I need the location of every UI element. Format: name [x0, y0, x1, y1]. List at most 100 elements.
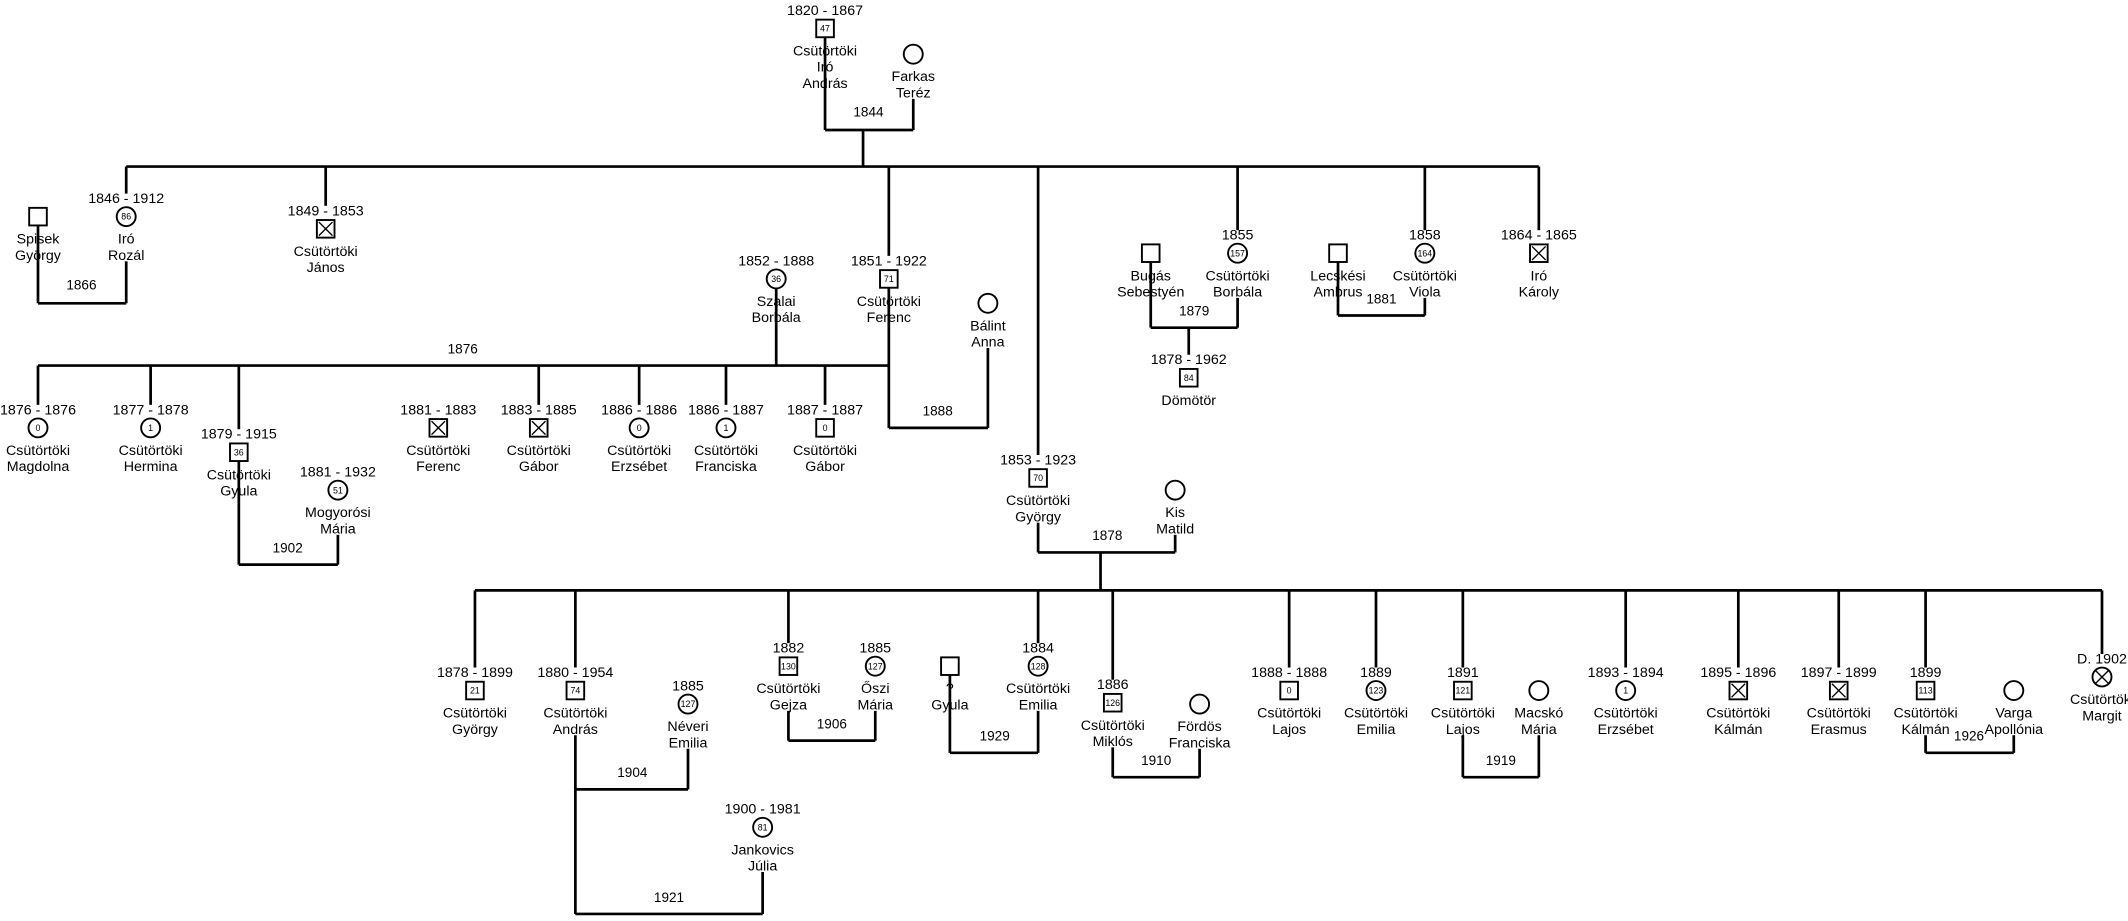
male-square-icon [1178, 368, 1199, 388]
male-square-icon [1915, 680, 1936, 701]
person-name-line1: Csütörtöki [1081, 718, 1145, 734]
person-node[interactable]: ?Gyula [931, 656, 969, 713]
person-number: 157 [1230, 248, 1245, 258]
person-number: 86 [121, 212, 131, 222]
person-name-line2: Apollónia [1985, 722, 2044, 738]
person-name-line2: Gábor [519, 459, 559, 475]
person-number: 128 [1031, 661, 1046, 671]
person-name-line1: Spisek [17, 232, 61, 248]
life-dates: 1876 - 1876 [0, 402, 76, 418]
person-name-line1: Bálint [970, 318, 1006, 334]
person-name-line2: Károly [1519, 285, 1560, 301]
person-number: 84 [1184, 373, 1194, 383]
person-name-line1: Csütörtöki [406, 443, 470, 459]
person-name-line1: Csütörtöki [6, 443, 70, 459]
person-number: 0 [637, 423, 642, 433]
female-circle-icon [27, 417, 49, 439]
life-dates: 1853 - 1923 [1000, 452, 1076, 468]
female-circle-icon [115, 206, 137, 228]
male-square-icon [815, 418, 835, 438]
person-number: 47 [820, 24, 830, 34]
marriage-year: 1926 [1954, 729, 1984, 744]
deceased-cross-icon [531, 420, 546, 436]
marriage-year: 1910 [1141, 753, 1171, 768]
person-name-line1: Csütörtöki [1006, 493, 1070, 509]
life-dates: 1886 - 1886 [601, 402, 677, 418]
deceased-cross-icon [2094, 669, 2110, 685]
life-dates: 1885 [672, 679, 704, 695]
person-name-line2: Teréz [896, 86, 931, 102]
person-name-line1: Iró [118, 232, 135, 248]
person-number: 71 [884, 274, 894, 284]
life-dates: 1881 - 1883 [400, 402, 476, 418]
male-square-icon [1453, 680, 1473, 701]
person-name-line2: György [452, 722, 499, 738]
life-dates: 1893 - 1894 [1588, 665, 1664, 681]
female-circle-icon [327, 479, 349, 501]
life-dates: 1849 - 1853 [288, 203, 364, 219]
person-name-line2: Franciska [1169, 735, 1231, 751]
life-dates: 1881 - 1932 [300, 465, 376, 481]
female-circle-icon [1027, 655, 1049, 677]
person-name-line1: Jankovics [731, 842, 794, 858]
person-name-line1: Fördös [1177, 719, 1221, 735]
life-dates: 1851 - 1922 [851, 253, 927, 269]
male-square-icon [565, 680, 586, 701]
life-dates: 1887 - 1887 [787, 402, 863, 418]
male-square-icon [1279, 680, 1299, 701]
person-name-line2: Emilia [1357, 722, 1396, 738]
person-name-line1: Csütörtöki [793, 443, 857, 459]
person-name-line1: Csütörtöki [1594, 706, 1658, 722]
marriage-year: 1876 [448, 341, 478, 356]
life-dates: 1889 [1360, 665, 1392, 681]
person-number: 1 [148, 423, 153, 433]
male-square-icon [940, 656, 960, 676]
life-dates: 1886 [1097, 677, 1129, 693]
